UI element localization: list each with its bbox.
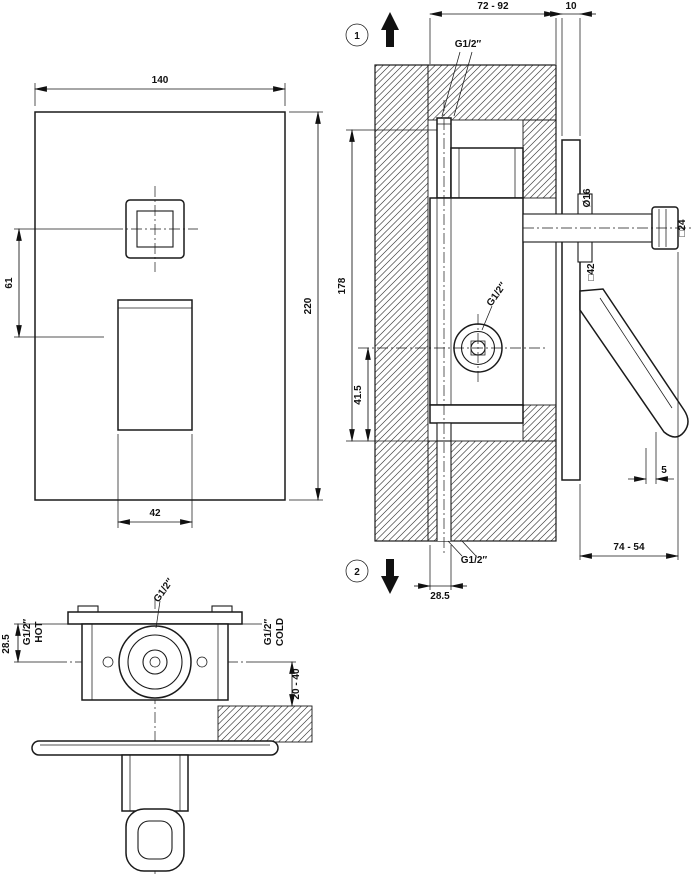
port-top-label-group: G1/2″: [441, 39, 482, 117]
dim-port-offset-section-text: 28.5: [430, 591, 450, 602]
dim-button-offset: 61: [4, 227, 112, 339]
handle-base-plan: [121, 754, 189, 812]
hot-port-plan: [102, 656, 114, 668]
view-marker-2-text: 2: [354, 567, 360, 578]
dim-handle-width-text: 42: [149, 508, 161, 519]
handle-front-outline: [117, 299, 193, 431]
view-marker-2: 2: [345, 559, 399, 594]
body-top-flange: [67, 611, 243, 625]
cold-label-group: G1/2″ COLD: [228, 618, 286, 646]
front-view: 140 220 61 42: [4, 75, 323, 528]
stem-square-label: □24: [677, 219, 688, 237]
trim-parts-plan: [31, 740, 279, 872]
dim-button-offset-text: 61: [4, 277, 15, 289]
dim-wall-range-text: 20 - 40: [291, 668, 302, 700]
dim-plate-width: 140: [33, 75, 287, 106]
dim-plate-height: 220: [289, 110, 323, 502]
dim-plate-thickness: 10: [546, 1, 596, 136]
upper-port-block: [450, 147, 524, 199]
trim-plate-section: [561, 139, 581, 481]
section-view: 1 2 72 - 92 10 G1/2″: [337, 1, 692, 602]
cold-label-text: COLD: [275, 618, 286, 646]
dim-port-offset-section: 28.5: [414, 545, 467, 602]
dim-port-offset-plan-text: 28.5: [1, 634, 12, 654]
dim-plate-thickness-text: 10: [565, 1, 577, 12]
dim-depth-range-text: 72 - 92: [477, 1, 509, 12]
dim-gap-text: 5: [661, 465, 667, 476]
plan-port-top-label: G1/2″: [152, 576, 176, 604]
dim-depth-range: 72 - 92: [428, 1, 558, 64]
lever-handle-section: [579, 288, 689, 438]
dim-cartridge-offset-text: 41.5: [353, 385, 364, 405]
trim-plate-plan: [31, 740, 279, 756]
wall-outline: [374, 64, 557, 542]
cold-label-size: G1/2″: [263, 619, 274, 646]
dim-body-height: 178: [337, 128, 437, 443]
dim-gap: 5: [628, 432, 674, 484]
port-bottom-label: G1/2″: [461, 555, 488, 566]
dim-plate-width-text: 140: [152, 75, 169, 86]
dim-projection-range: 74 - 54: [578, 252, 680, 560]
flow-arrow-up-icon: [381, 12, 399, 47]
valve-body-plan: [67, 605, 243, 701]
dim-projection-range-text: 74 - 54: [613, 542, 645, 553]
plan-view: G1/2″ G1/2″ HOT 28.5 G1/2″ COLD 20 - 40: [1, 576, 313, 874]
flow-arrow-down-icon: [381, 559, 399, 594]
hot-label-text: HOT: [34, 621, 45, 642]
port-bottom-label-group: G1/2″: [447, 540, 488, 566]
bottom-flange: [429, 404, 524, 424]
plan-wall-hatch: [217, 705, 313, 743]
dim-plate-height-text: 220: [303, 297, 314, 314]
view-marker-1: 1: [345, 12, 399, 47]
stem-diameter-label: Ø16: [582, 188, 593, 207]
dim-body-height-text: 178: [337, 277, 348, 294]
cold-port-plan: [196, 656, 208, 668]
trim-square-label: □42: [586, 263, 597, 281]
port-top-label: G1/2″: [455, 39, 482, 50]
dim-handle-width: 42: [116, 434, 194, 528]
dim-cartridge-offset: 41.5: [353, 346, 371, 443]
hot-label-size: G1/2″: [22, 619, 33, 646]
dim-wall-range: 20 - 40: [254, 660, 302, 708]
view-marker-1-text: 1: [354, 31, 360, 42]
hot-label-group: G1/2″ HOT 28.5: [1, 619, 82, 664]
